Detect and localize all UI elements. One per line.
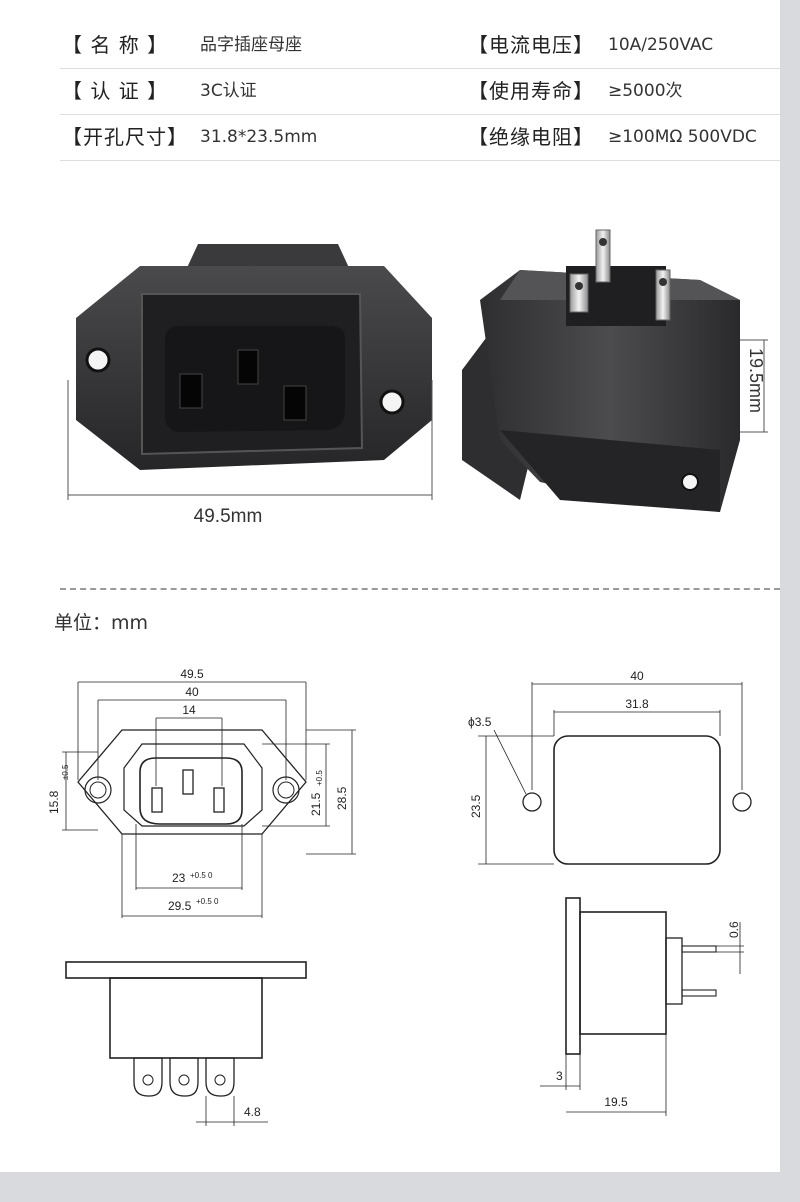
product-photos: 49.5mm 19.5mm — [67, 229, 768, 527]
dim-pins: 14 — [182, 703, 196, 717]
dim-holes: 40 — [185, 685, 199, 699]
dim-inner-height: 21.5 — [309, 792, 323, 816]
front-socket-photo — [76, 244, 432, 470]
spec-row-3: 【开孔尺寸】 31.8*23.5mm 【绝缘电阻】 ≥100MΩ 500VDC — [60, 114, 780, 161]
cutout-dim-holes: 40 — [630, 669, 644, 683]
current-label: 【电流电压】 — [468, 33, 594, 57]
unit-label: 单位：mm — [54, 612, 149, 634]
tol-left: ±0.5 — [61, 764, 70, 780]
cutout-value: 31.8*23.5mm — [200, 127, 318, 147]
tol-body: +0.5 0 — [190, 871, 213, 880]
cutout-view-drawing: 40 31.8 23.5 ϕ3.5 — [468, 669, 752, 865]
dim-flange-width: 29.5 — [168, 899, 192, 913]
side-dim-depth: 19.5 — [604, 1095, 628, 1109]
product-page: 【 名 称 】 品字插座母座 【电流电压】 10A/250VAC 【 认 证 】… — [0, 0, 780, 1172]
life-label: 【使用寿命】 — [468, 79, 594, 103]
life-value: ≥5000次 — [608, 81, 683, 101]
technical-drawings: 49.5 40 14 15.8 ±0.5 21.5 +0.5 28.5 — [47, 667, 752, 1126]
cutout-dim-width: 31.8 — [625, 697, 649, 711]
current-value: 10A/250VAC — [608, 35, 714, 55]
insulation-label: 【绝缘电阻】 — [468, 125, 594, 149]
side-dim-thickness: 0.6 — [727, 921, 741, 938]
section-divider — [60, 588, 780, 590]
side-socket-photo — [462, 229, 740, 512]
cert-label: 【 认 证 】 — [62, 79, 169, 103]
spec-row-1: 【 名 称 】 品字插座母座 【电流电压】 10A/250VAC — [60, 22, 780, 69]
bottom-dim-tab: 4.8 — [244, 1105, 261, 1119]
bottom-view-drawing: 4.8 — [65, 961, 307, 1126]
name-label: 【 名 称 】 — [62, 33, 169, 57]
dim-body-width: 23 — [172, 871, 186, 885]
cutout-dim-hole-dia: ϕ3.5 — [468, 715, 492, 729]
cert-value: 3C认证 — [200, 81, 257, 101]
name-value: 品字插座母座 — [200, 35, 302, 55]
cutout-label: 【开孔尺寸】 — [62, 125, 188, 149]
insulation-value: ≥100MΩ 500VDC — [608, 127, 757, 147]
spec-row-2: 【 认 证 】 3C认证 【使用寿命】 ≥5000次 — [60, 68, 780, 115]
side-dim-flange: 3 — [556, 1069, 563, 1083]
photo-height-label: 19.5mm — [746, 348, 766, 413]
photo-width-label: 49.5mm — [194, 506, 263, 527]
tol-inner: +0.5 — [315, 770, 324, 786]
dim-overall: 49.5 — [180, 667, 204, 681]
dim-outer-height: 28.5 — [335, 786, 349, 810]
tol-flange: +0.5 0 — [196, 897, 219, 906]
cutout-dim-height: 23.5 — [469, 794, 483, 818]
side-view-drawing: 0.6 3 19.5 — [540, 897, 744, 1116]
front-view-drawing: 49.5 40 14 15.8 ±0.5 21.5 +0.5 28.5 — [47, 667, 356, 918]
dim-left-height: 15.8 — [47, 790, 61, 814]
